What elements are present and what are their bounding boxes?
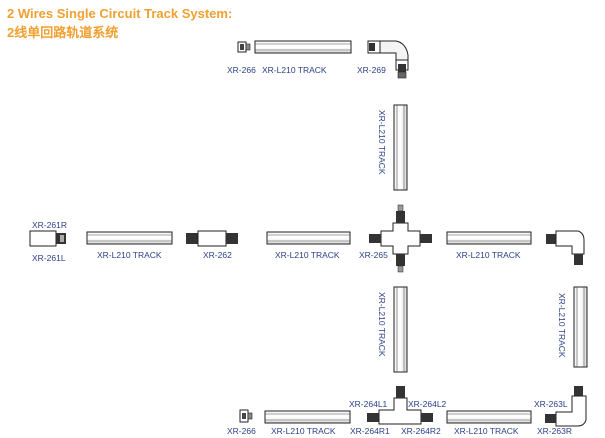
- label-xr269: XR-269: [357, 65, 386, 75]
- label-xr262: XR-262: [203, 250, 232, 260]
- end-cap-xr266-top: [237, 41, 251, 53]
- corner-connector-xr263: [545, 386, 587, 427]
- label-track-vertical-3: XR-L210 TRACK: [557, 293, 567, 358]
- track-mid-2: [266, 231, 351, 245]
- label-track-mid-1: XR-L210 TRACK: [97, 250, 162, 260]
- label-xr266-bottom: XR-266: [227, 426, 256, 436]
- label-xr263l: XR-263L: [534, 399, 568, 409]
- title-english: 2 Wires Single Circuit Track System:: [7, 6, 233, 21]
- track-top: [254, 40, 352, 54]
- straight-connector-xr262: [186, 230, 238, 247]
- label-xr264r2: XR-264R2: [401, 426, 441, 436]
- label-xr264l1: XR-264L1: [349, 399, 388, 409]
- live-end-xr261: [29, 230, 66, 247]
- label-track-mid-2: XR-L210 TRACK: [275, 250, 340, 260]
- label-xr265: XR-265: [359, 250, 388, 260]
- corner-connector-right: [546, 230, 585, 265]
- label-xr264r1: XR-264R1: [350, 426, 390, 436]
- label-track-top: XR-L210 TRACK: [262, 65, 327, 75]
- label-xr261l: XR-261L: [32, 253, 66, 263]
- t-connector-xr264: [367, 386, 433, 425]
- end-cap-xr266-bottom: [239, 409, 253, 423]
- label-track-bottom-2: XR-L210 TRACK: [454, 426, 519, 436]
- track-vertical-3: [573, 286, 588, 368]
- label-track-vertical-2: XR-L210 TRACK: [377, 292, 387, 357]
- label-xr266-top: XR-266: [227, 65, 256, 75]
- elbow-connector-xr269: [367, 40, 409, 79]
- label-xr263r: XR-263R: [537, 426, 572, 436]
- title-chinese: 2线单回路轨道系统: [7, 25, 119, 40]
- track-bottom-1: [264, 410, 351, 424]
- track-mid-1: [86, 231, 173, 245]
- track-bottom-2: [446, 410, 532, 424]
- label-track-mid-3: XR-L210 TRACK: [456, 250, 521, 260]
- label-track-vertical-1: XR-L210 TRACK: [377, 110, 387, 175]
- label-track-bottom-1: XR-L210 TRACK: [271, 426, 336, 436]
- track-mid-3: [446, 231, 532, 245]
- cross-connector-xr265: [369, 204, 432, 273]
- track-vertical-2: [393, 286, 408, 373]
- track-vertical-1: [393, 104, 408, 191]
- label-xr264l2: XR-264L2: [408, 399, 447, 409]
- label-xr261r: XR-261R: [32, 220, 67, 230]
